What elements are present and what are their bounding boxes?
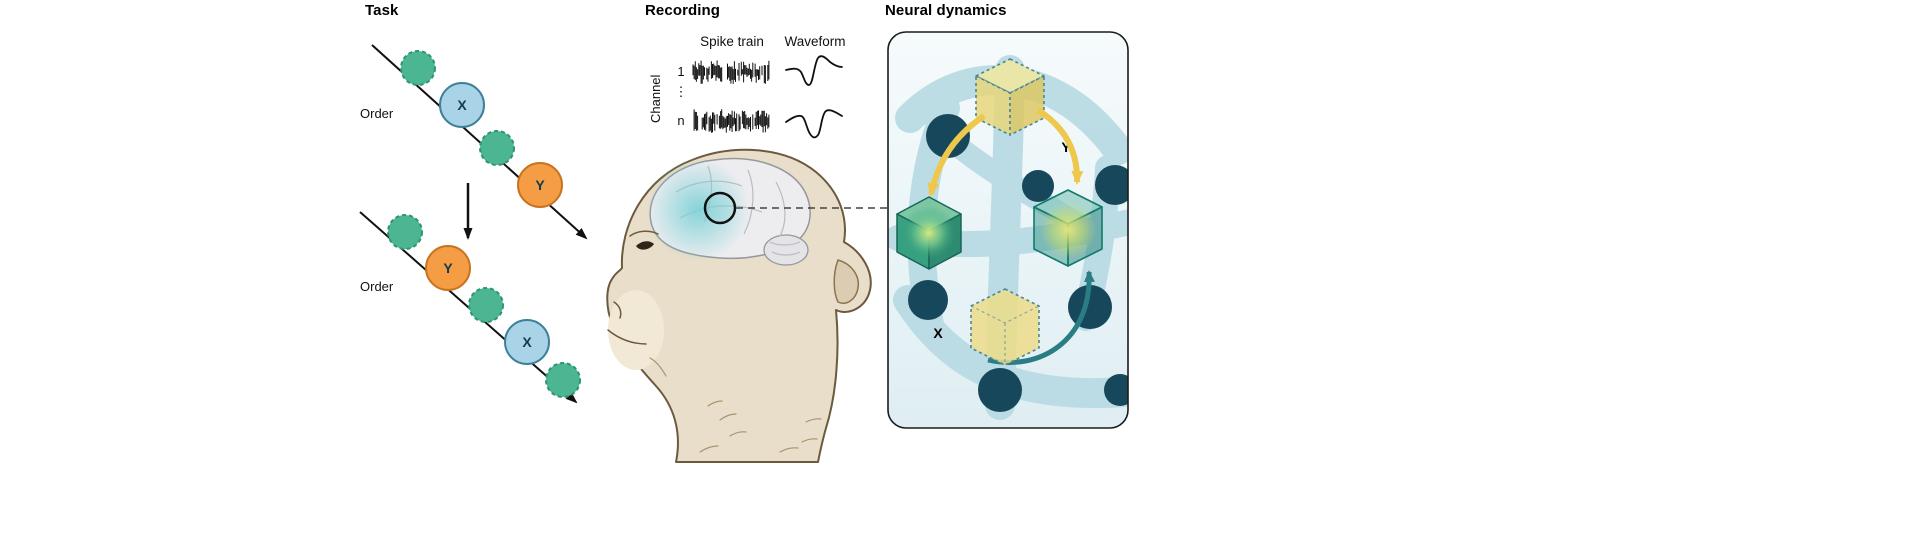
task-distractor-dot	[545, 362, 581, 398]
state-cube-x-ghost	[970, 288, 1040, 366]
task-item-x-label: X	[522, 334, 532, 350]
task-distractor-dot	[387, 214, 423, 250]
state-y-label: Y	[1061, 139, 1071, 155]
channel-axis-label: Channel	[648, 74, 663, 124]
recording-site-glow	[646, 158, 750, 262]
channel-1-label: 1	[677, 64, 685, 79]
task-item-y	[517, 162, 563, 208]
waveform-channel-n	[785, 109, 843, 139]
order-label-sequence-2: Order	[360, 279, 394, 294]
yellow-transition-arrow-left	[927, 113, 986, 197]
task-item-y	[425, 245, 471, 291]
task-distractor-dot	[400, 50, 436, 86]
recording-panel-title: Recording	[645, 2, 721, 19]
waveform-channel-1	[785, 55, 843, 86]
network-nodes	[908, 114, 1128, 412]
monkey-ear	[833, 259, 860, 304]
neural-dynamics-diagram: Y X	[887, 31, 1129, 429]
state-cube-left-glow	[902, 206, 956, 260]
recording-site-marker	[703, 191, 737, 225]
monkey-illustration	[606, 148, 890, 463]
channel-n-label: n	[677, 113, 685, 128]
monkey-fur-strokes	[649, 357, 822, 453]
task-item-x-label: X	[457, 97, 467, 113]
monkey-face-details	[607, 230, 659, 345]
task-panel-title: Task	[365, 2, 399, 19]
task-item-x	[504, 319, 550, 365]
task-item-y-label: Y	[443, 260, 453, 276]
monkey-muzzle-patch	[608, 290, 664, 370]
task-distractor-dot	[468, 287, 504, 323]
channel-ellipsis: ⋮	[674, 84, 688, 99]
task-item-y-label: Y	[535, 177, 545, 193]
task-distractor-dot	[479, 130, 515, 166]
spike-train-channel-n	[692, 109, 770, 133]
yellow-transition-arrow-right	[1036, 107, 1084, 185]
state-cube-y-ghost	[975, 58, 1045, 136]
task-diagram: Order X Y Order Y X	[359, 44, 588, 404]
task-item-x	[439, 82, 485, 128]
order-label-sequence-1: Order	[360, 106, 394, 121]
waveform-header: Waveform	[784, 34, 846, 49]
state-cube-right-glow	[1040, 202, 1096, 258]
neural-dynamics-panel-title: Neural dynamics	[885, 2, 1007, 19]
spike-train-channel-1	[692, 60, 770, 84]
neural-panel-border	[887, 31, 1129, 429]
state-x-label: X	[933, 325, 943, 341]
spike-train-header: Spike train	[700, 34, 764, 49]
